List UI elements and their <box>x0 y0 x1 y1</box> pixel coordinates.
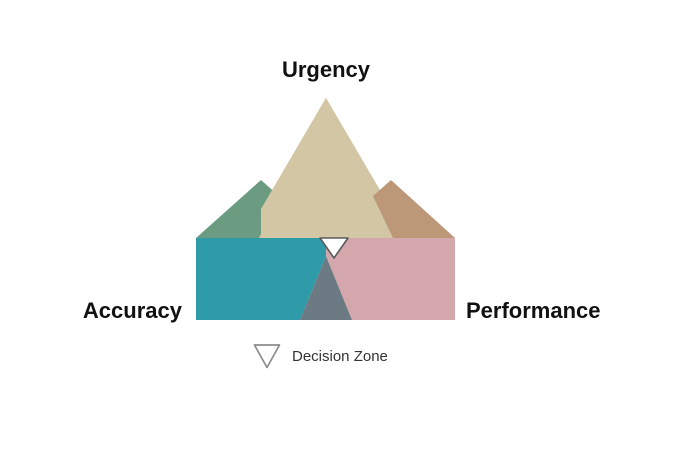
legend: Decision Zone <box>252 342 388 370</box>
region-accuracy-performance <box>300 256 352 320</box>
region-urgency-core <box>259 98 393 256</box>
region-performance <box>326 238 455 320</box>
vertex-label-urgency: Urgency <box>281 57 371 82</box>
vertex-label-accuracy: Accuracy <box>82 298 182 323</box>
decision-zone-marker <box>319 237 349 259</box>
vertex-label-performance: Performance <box>466 298 601 323</box>
region-accuracy <box>196 238 326 320</box>
decision-zone-icon <box>253 344 281 369</box>
legend-label-decision-zone: Decision Zone <box>292 347 388 365</box>
